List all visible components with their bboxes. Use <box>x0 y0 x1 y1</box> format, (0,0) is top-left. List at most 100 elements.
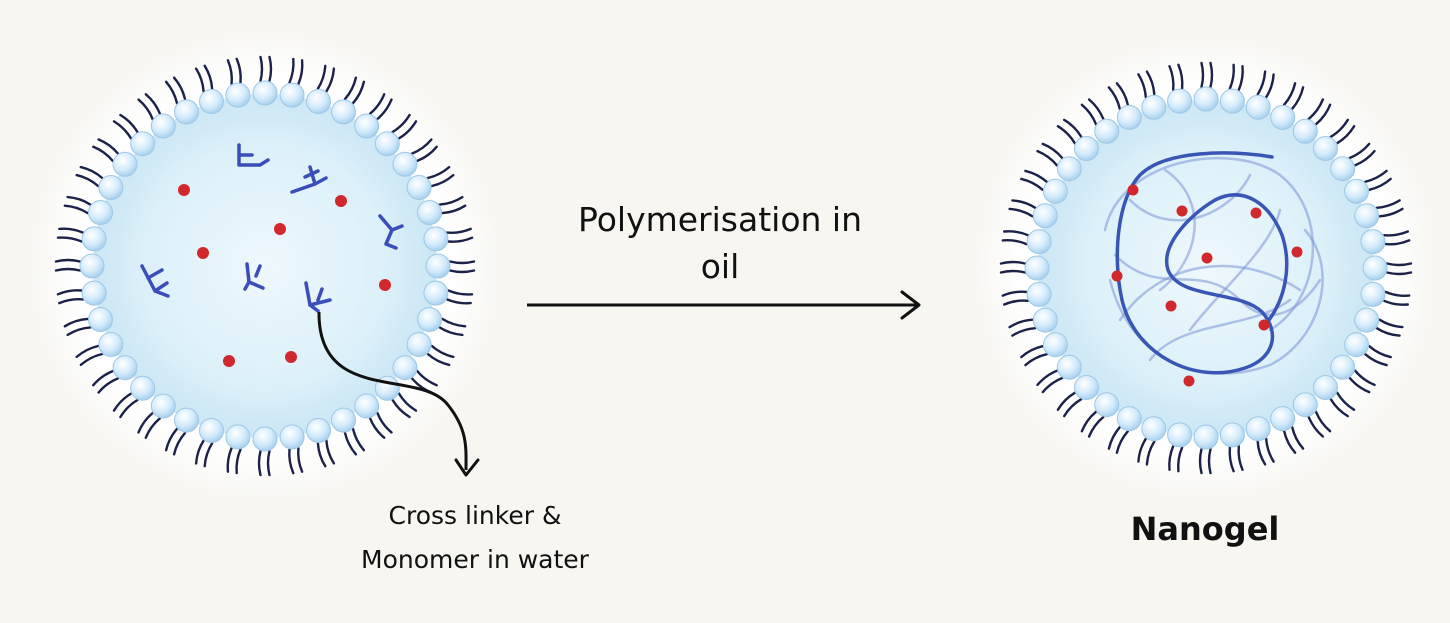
surfactant-head-bead <box>1292 118 1318 144</box>
surfactant-tail <box>1364 353 1388 367</box>
surfactant-head-bead <box>130 375 156 401</box>
surfactant-head-bead <box>1116 406 1142 432</box>
surfactant-tail <box>1063 118 1083 138</box>
surfactant-tail <box>268 55 273 83</box>
surfactant-tail <box>1080 410 1098 433</box>
surfactant-tail <box>92 369 114 387</box>
surfactant-head-bead <box>406 175 432 200</box>
surfactant-tail <box>343 76 358 101</box>
surfactant-tail <box>1307 98 1325 121</box>
surfactant-tail <box>1080 103 1098 126</box>
surfactant-tail <box>1291 86 1305 110</box>
surfactant-head-bead <box>1094 118 1120 144</box>
surfactant-head-bead <box>98 332 124 357</box>
surfactant-head-bead <box>374 131 400 157</box>
cross-linker-icon <box>140 264 170 298</box>
surfactant-head-bead <box>112 355 138 381</box>
surfactant-tail <box>172 431 187 456</box>
surfactant-tail <box>63 317 89 328</box>
right-surfactant-tails <box>999 61 1413 475</box>
surfactant-tail <box>1020 345 1044 359</box>
surfactant-head-bead <box>1032 203 1058 229</box>
surfactant-tail <box>235 448 242 475</box>
surfactant-tail <box>203 64 214 90</box>
surfactant-tail <box>1237 65 1244 92</box>
surfactant-tail <box>325 439 336 465</box>
polymer-mesh <box>1103 156 1324 375</box>
surfactant-head-bead <box>1141 416 1167 442</box>
surfactant-tail <box>1375 199 1401 209</box>
surfactant-tail <box>66 326 92 337</box>
surfactant-tail <box>1228 63 1235 90</box>
surfactant-tail <box>259 55 264 83</box>
surfactant-head-bead <box>1219 422 1245 448</box>
surfactant-tail <box>438 326 464 337</box>
surfactant-head-bead <box>1074 136 1099 161</box>
surfactant-tail <box>66 195 92 206</box>
surfactant-tail <box>63 204 89 215</box>
monomer-dot-icon <box>274 223 286 235</box>
surfactant-tail <box>1115 430 1129 454</box>
surfactant-head-bead <box>150 393 176 419</box>
surfactant-tail <box>144 93 162 115</box>
surfactant-tail <box>1368 345 1392 359</box>
surfactant-tail <box>351 80 366 105</box>
surfactant-tail <box>1378 207 1404 218</box>
surfactant-head-bead <box>1344 332 1370 358</box>
surfactant-tail <box>1283 430 1297 454</box>
surfactant-tail <box>448 269 476 274</box>
surfactant-tail <box>441 317 467 328</box>
surfactant-tail <box>1024 353 1048 367</box>
surfactant-head-bead <box>406 332 432 357</box>
surfactant-head-bead <box>392 355 418 381</box>
surfactant-head-bead <box>1056 156 1082 182</box>
surfactant-tail <box>235 57 242 84</box>
surfactant-tail <box>410 138 433 155</box>
surfactant-tail <box>144 417 162 439</box>
surfactant-tail <box>1001 290 1028 297</box>
surfactant-tail <box>58 298 85 305</box>
surfactant-head-bead <box>1032 307 1058 333</box>
surfactant-tail <box>226 59 233 86</box>
surfactant-tail <box>1336 125 1356 145</box>
monomer-dot-icon <box>1127 184 1139 196</box>
surfactant-head-bead <box>1056 354 1082 380</box>
monomer-dot-icon <box>1176 205 1188 217</box>
surfactant-tail <box>97 138 120 155</box>
surfactant-head-bead <box>1245 416 1271 442</box>
surfactant-head-bead <box>1354 307 1380 333</box>
monomer-dot-icon <box>1201 252 1213 264</box>
surfactant-tail <box>97 377 120 394</box>
surfactant-tail <box>79 352 104 367</box>
surfactant-tail <box>368 93 386 115</box>
monomer-dot-icon <box>1165 300 1177 312</box>
surfactant-head-bead <box>306 89 331 114</box>
monomer-dot-icon <box>285 351 297 363</box>
surfactant-head-bead <box>1354 203 1380 229</box>
surfactant-tail <box>164 427 179 452</box>
surfactant-head-bead <box>225 424 251 450</box>
surfactant-tail <box>119 113 139 134</box>
surfactant-tail <box>297 59 304 86</box>
surfactant-tail <box>1265 73 1275 99</box>
surfactant-tail <box>172 76 187 101</box>
surfactant-head-bead <box>425 253 451 279</box>
surfactant-head-bead <box>1193 424 1219 450</box>
monomer-dot-icon <box>379 279 391 291</box>
surfactant-head-bead <box>1270 406 1296 432</box>
surfactant-tail <box>1137 437 1147 463</box>
surfactant-tail <box>1382 230 1409 237</box>
surfactant-tail <box>430 173 455 188</box>
surfactant-tail <box>194 439 205 465</box>
surfactant-head-bead <box>1330 354 1356 380</box>
surfactant-tail <box>1008 318 1034 329</box>
surfactant-tail <box>351 427 366 452</box>
surfactant-head-bead <box>1193 86 1219 112</box>
surfactant-tail <box>447 236 474 243</box>
monomer-dot-icon <box>1258 319 1270 331</box>
surfactant-tail <box>1137 73 1147 99</box>
surfactant-tail <box>1364 169 1388 183</box>
monomer-dot-icon <box>1111 270 1123 282</box>
surfactant-tail <box>1145 440 1156 466</box>
surfactant-tail <box>1041 376 1064 394</box>
